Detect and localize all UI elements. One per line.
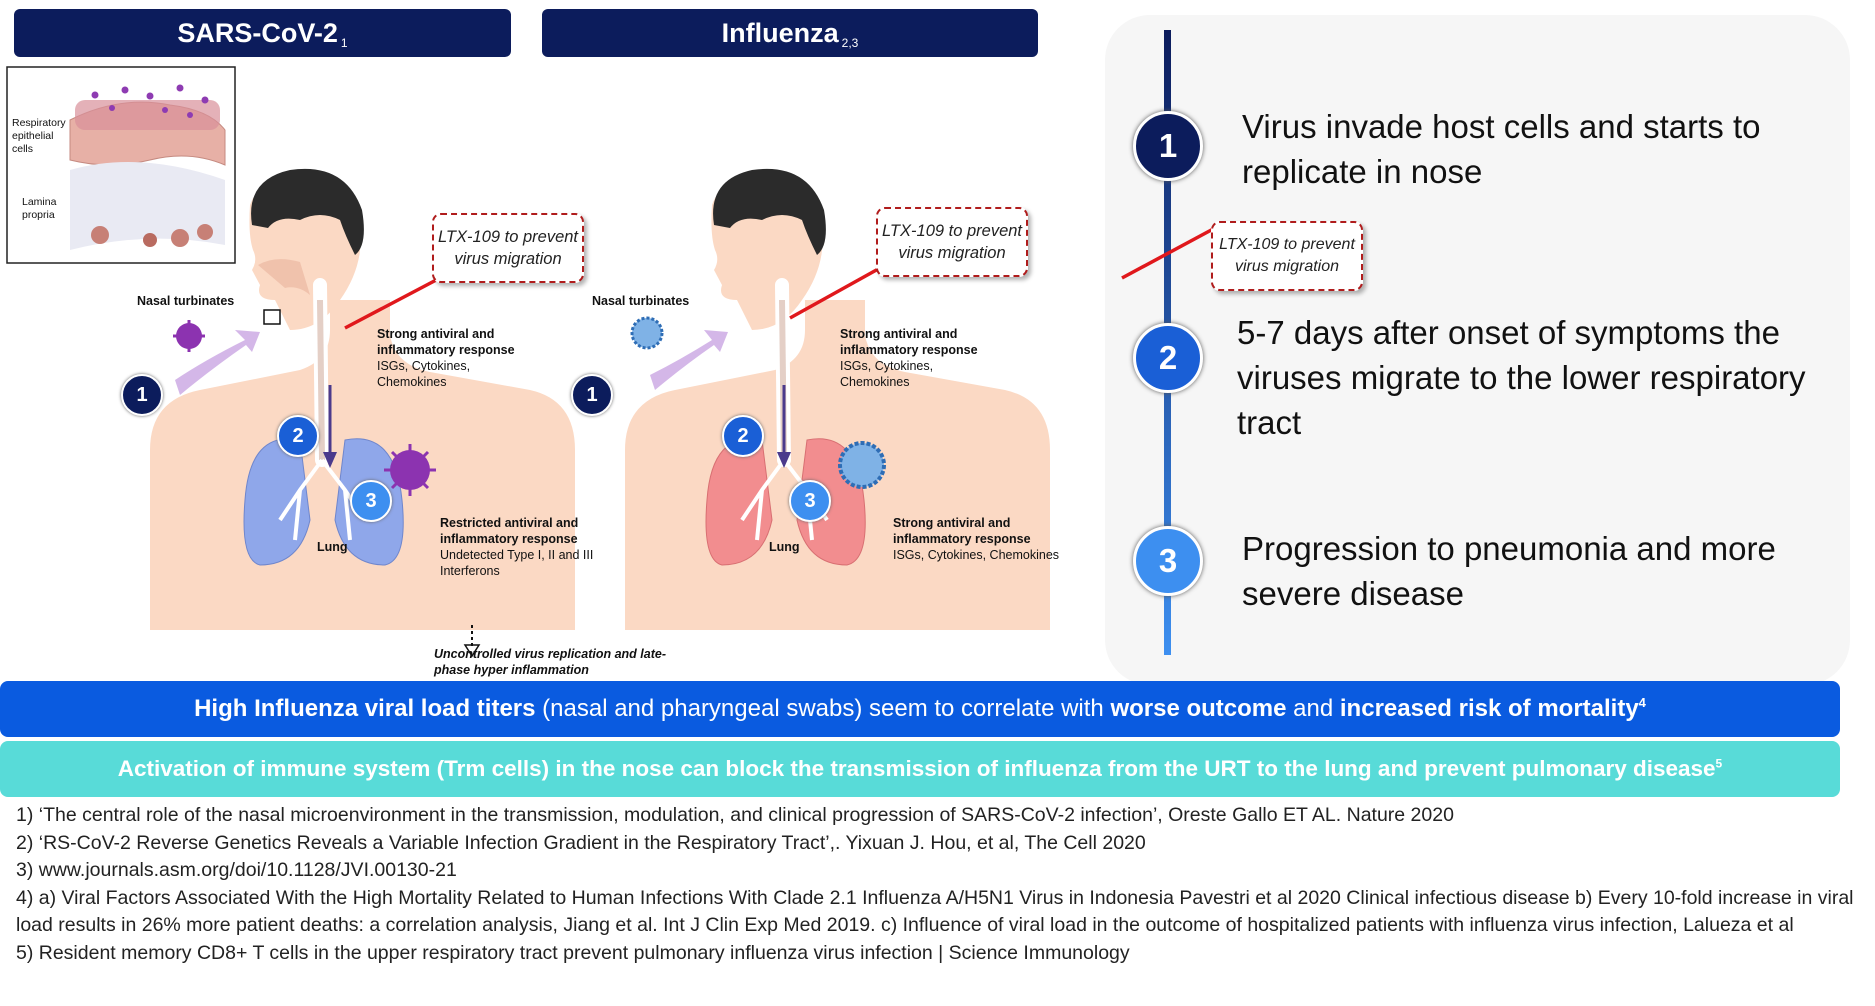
banner1-part-c: worse outcome	[1110, 695, 1287, 722]
sars-upper-sub: ISGs, Cytokines, Chemokines	[377, 359, 471, 389]
sars-nose-zoom-box	[263, 309, 281, 325]
banner1-ref: 4	[1638, 695, 1646, 710]
banner1-part-d: and	[1286, 695, 1340, 722]
timeline-step-1-text: Virus invade host cells and starts to re…	[1242, 108, 1761, 190]
immune-banner: Activation of immune system (Trm cells) …	[0, 741, 1840, 797]
flu-arrow-head	[777, 452, 791, 468]
timeline-step-2-text: 5-7 days after onset of symptoms the vir…	[1237, 314, 1806, 441]
sars-marker-2: 2	[277, 415, 319, 457]
banner1-part-e: increased risk of mortality	[1339, 695, 1639, 722]
references: 1) ‘The central role of the nasal microe…	[16, 802, 1866, 967]
flu-nasal-label: Nasal turbinates	[592, 294, 690, 308]
timeline-step-3-text: Progression to pneumonia and more severe…	[1242, 530, 1776, 612]
sars-lower-sub: Undetected Type I, II and III Interferon…	[440, 548, 594, 578]
timeline-step-2-marker: 2	[1133, 323, 1203, 393]
sars-marker-1: 1	[121, 374, 163, 416]
flu-entry-arrow	[650, 330, 728, 390]
sars-callout: LTX-109 to prevent virus migration	[432, 213, 584, 283]
flu-lower-response: Strong antiviral and inflammatory respon…	[893, 515, 1063, 563]
flu-marker-1: 1	[571, 374, 613, 416]
banner2-ref: 5	[1715, 756, 1723, 771]
sars-header-title: SARS-CoV-2	[177, 17, 338, 48]
flu-lung-label: Lung	[769, 540, 800, 554]
sars-upper-title: Strong antiviral and inflammatory respon…	[377, 327, 515, 357]
flu-header-ref: 2,3	[841, 36, 859, 50]
inset-epithelial-label: Respiratory epithelial cells	[12, 117, 66, 155]
sars-lower-response: Restricted antiviral and inflammatory re…	[440, 515, 595, 579]
banner2-text: Activation of immune system (Trm cells) …	[117, 756, 1716, 781]
flu-callout-line	[789, 266, 881, 320]
flu-callout-text: LTX-109 to prevent virus migration	[881, 222, 1023, 262]
banner1-part-a: High Influenza viral load titers	[194, 695, 536, 722]
reference-1: 1) ‘The central role of the nasal microe…	[16, 804, 1454, 826]
sars-lung-label: Lung	[317, 540, 348, 554]
flu-upper-sub: ISGs, Cytokines, Chemokines	[840, 359, 934, 389]
sars-nasal-text: Nasal turbinates	[137, 294, 235, 308]
banner1-part-b: (nasal and pharyngeal swabs) seem to cor…	[535, 695, 1111, 722]
flu-marker-2: 2	[722, 415, 764, 457]
sars-upper-response: Strong antiviral and inflammatory respon…	[377, 326, 542, 390]
flu-callout: LTX-109 to prevent virus migration	[876, 207, 1028, 277]
reference-3: 3) www.journals.asm.org/doi/10.1128/JVI.…	[16, 859, 457, 881]
viral-load-banner: High Influenza viral load titers (nasal …	[0, 681, 1840, 737]
sars-outcome: Uncontrolled virus replication and late-…	[434, 647, 666, 677]
timeline-step-1-marker: 1	[1133, 111, 1203, 181]
sars-lower-title: Restricted antiviral and inflammatory re…	[440, 516, 579, 546]
reference-2: 2) ‘RS-CoV-2 Reverse Genetics Reveals a …	[16, 831, 1146, 854]
sars-arrow-head	[323, 452, 337, 468]
flu-upper-response: Strong antiviral and inflammatory respon…	[840, 326, 1005, 390]
flu-virus-lung-icon	[838, 441, 886, 489]
reference-5: 5) Resident memory CD8+ T cells in the u…	[16, 941, 1130, 964]
flu-lower-title: Strong antiviral and inflammatory respon…	[893, 516, 1031, 546]
timeline-callout-text: LTX-109 to prevent virus migration	[1219, 236, 1355, 275]
flu-upper-title: Strong antiviral and inflammatory respon…	[840, 327, 978, 357]
sars-entry-arrow	[175, 330, 260, 395]
sars-nasal-label: Nasal turbinates	[137, 293, 234, 309]
sars-header-ref: 1	[340, 36, 348, 50]
flu-lungs	[705, 438, 866, 566]
timeline-callout: LTX-109 to prevent virus migration	[1211, 221, 1363, 291]
sars-callout-text: LTX-109 to prevent virus migration	[437, 228, 579, 268]
reference-4: 4) a) Viral Factors Associated With the …	[16, 886, 1854, 937]
flu-lower-sub: ISGs, Cytokines, Chemokines	[893, 548, 1060, 562]
sars-marker-3: 3	[350, 480, 392, 522]
inset-tissue-image	[69, 84, 226, 250]
flu-virus-icon	[630, 316, 664, 350]
timeline-callout-line	[1121, 226, 1216, 280]
inset-lamina-label: Lamina propria	[22, 196, 57, 221]
flu-marker-3: 3	[789, 480, 831, 522]
timeline-step-3-marker: 3	[1133, 526, 1203, 596]
illustration	[6, 66, 1050, 658]
flu-header-title: Influenza	[721, 17, 839, 48]
timeline-panel	[1105, 15, 1850, 685]
sars-callout-line	[344, 276, 441, 330]
